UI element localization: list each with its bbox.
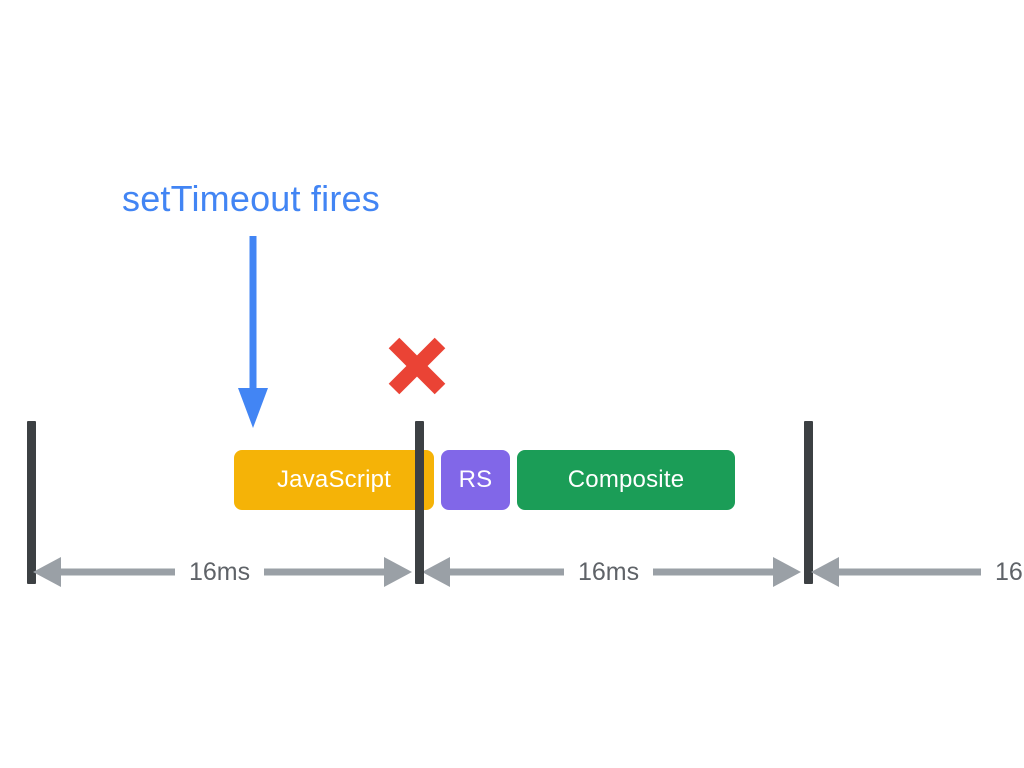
frame-duration-measure-1: 16ms: [33, 552, 412, 592]
frame-duration-label-2: 16ms: [564, 557, 654, 587]
frame-boundary-tick-1: [27, 421, 36, 584]
frame-duration-measure-2: 16ms: [422, 552, 801, 592]
task-bar-rs: RS: [441, 450, 510, 510]
task-bar-composite: Composite: [517, 450, 735, 510]
left-arrow-icon-3: [811, 557, 981, 587]
task-bar-rs-label: RS: [458, 466, 493, 493]
frame-boundary-tick-3: [804, 421, 813, 584]
task-bar-javascript-label: JavaScript: [276, 466, 392, 493]
frame-duration-measure-3: 16: [811, 552, 1024, 592]
task-bar-composite-label: Composite: [567, 466, 685, 493]
frame-boundary-tick-2: [415, 421, 424, 584]
frame-duration-label-3: 16: [981, 557, 1024, 587]
missed-frame-x-icon: [386, 336, 448, 396]
frame-duration-label-1: 16ms: [175, 557, 265, 587]
task-bar-javascript: JavaScript: [234, 450, 434, 510]
settimeout-down-arrow-icon: [236, 236, 270, 428]
settimeout-annotation-label: setTimeout fires: [122, 178, 380, 219]
